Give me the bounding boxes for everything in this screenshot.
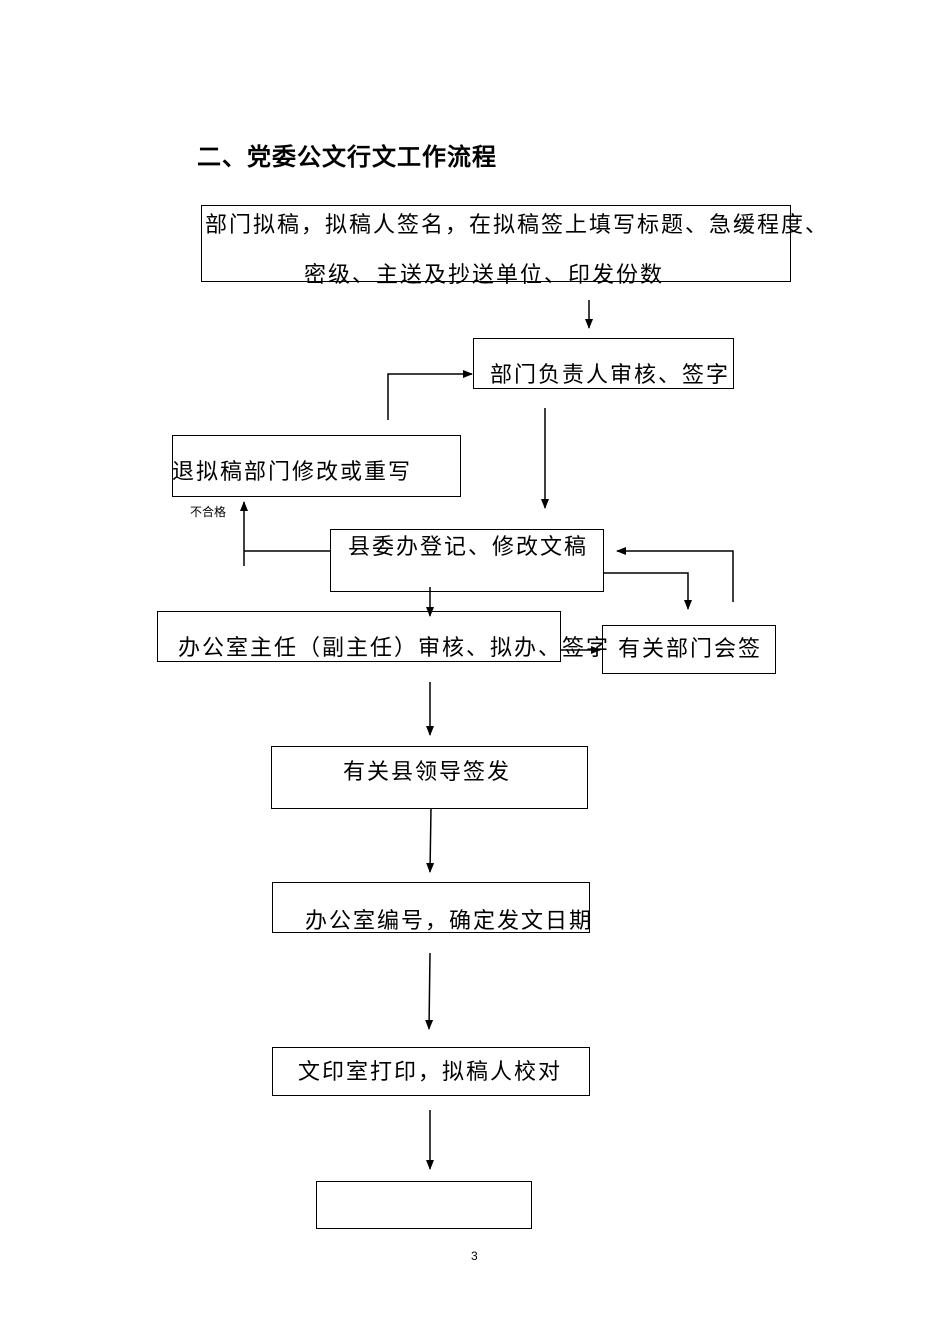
step-draft-line2: 密级、主送及抄送单位、印发份数 bbox=[304, 263, 665, 288]
step-register-box bbox=[330, 529, 604, 592]
step-numbering-text: 办公室编号，确定发文日期 bbox=[305, 909, 594, 934]
arrow-leader-to-numbering bbox=[426, 807, 435, 873]
arrow-register-to-countersign bbox=[603, 572, 692, 610]
step-dept-review-text: 部门负责人审核、签字 bbox=[490, 363, 731, 388]
step-director-text: 办公室主任（副主任）审核、拟办、签字 bbox=[178, 636, 611, 661]
step-director-box bbox=[157, 611, 561, 662]
step-countersign-text: 有关部门会签 bbox=[618, 637, 763, 662]
step-final-box bbox=[316, 1181, 532, 1229]
arrow-return-to-review bbox=[387, 370, 473, 420]
step-printing-text: 文印室打印，拟稿人校对 bbox=[298, 1060, 563, 1085]
step-draft-box bbox=[201, 205, 791, 282]
step-printing-box bbox=[272, 1047, 590, 1096]
step-leader-box bbox=[271, 746, 588, 809]
step-register-text: 县委办登记、修改文稿 bbox=[348, 535, 589, 560]
step-dept-review-box bbox=[473, 338, 734, 389]
step-draft-line1: 部门拟稿，拟稿人签名，在拟稿签上填写标题、急缓程度、 bbox=[205, 213, 830, 238]
page-title: 二、党委公文行文工作流程 bbox=[197, 143, 497, 171]
step-numbering-box bbox=[272, 882, 590, 933]
unqualified-label: 不合格 bbox=[190, 505, 227, 519]
step-return-box bbox=[172, 435, 461, 497]
page-number: 3 bbox=[471, 1249, 478, 1263]
step-return-text: 退拟稿部门修改或重写 bbox=[172, 460, 413, 485]
arrow-countersign-to-register bbox=[616, 547, 734, 602]
step-countersign-box bbox=[602, 625, 776, 674]
arrow-numbering-to-printing bbox=[425, 952, 434, 1030]
step-leader-text: 有关县领导签发 bbox=[343, 760, 512, 785]
